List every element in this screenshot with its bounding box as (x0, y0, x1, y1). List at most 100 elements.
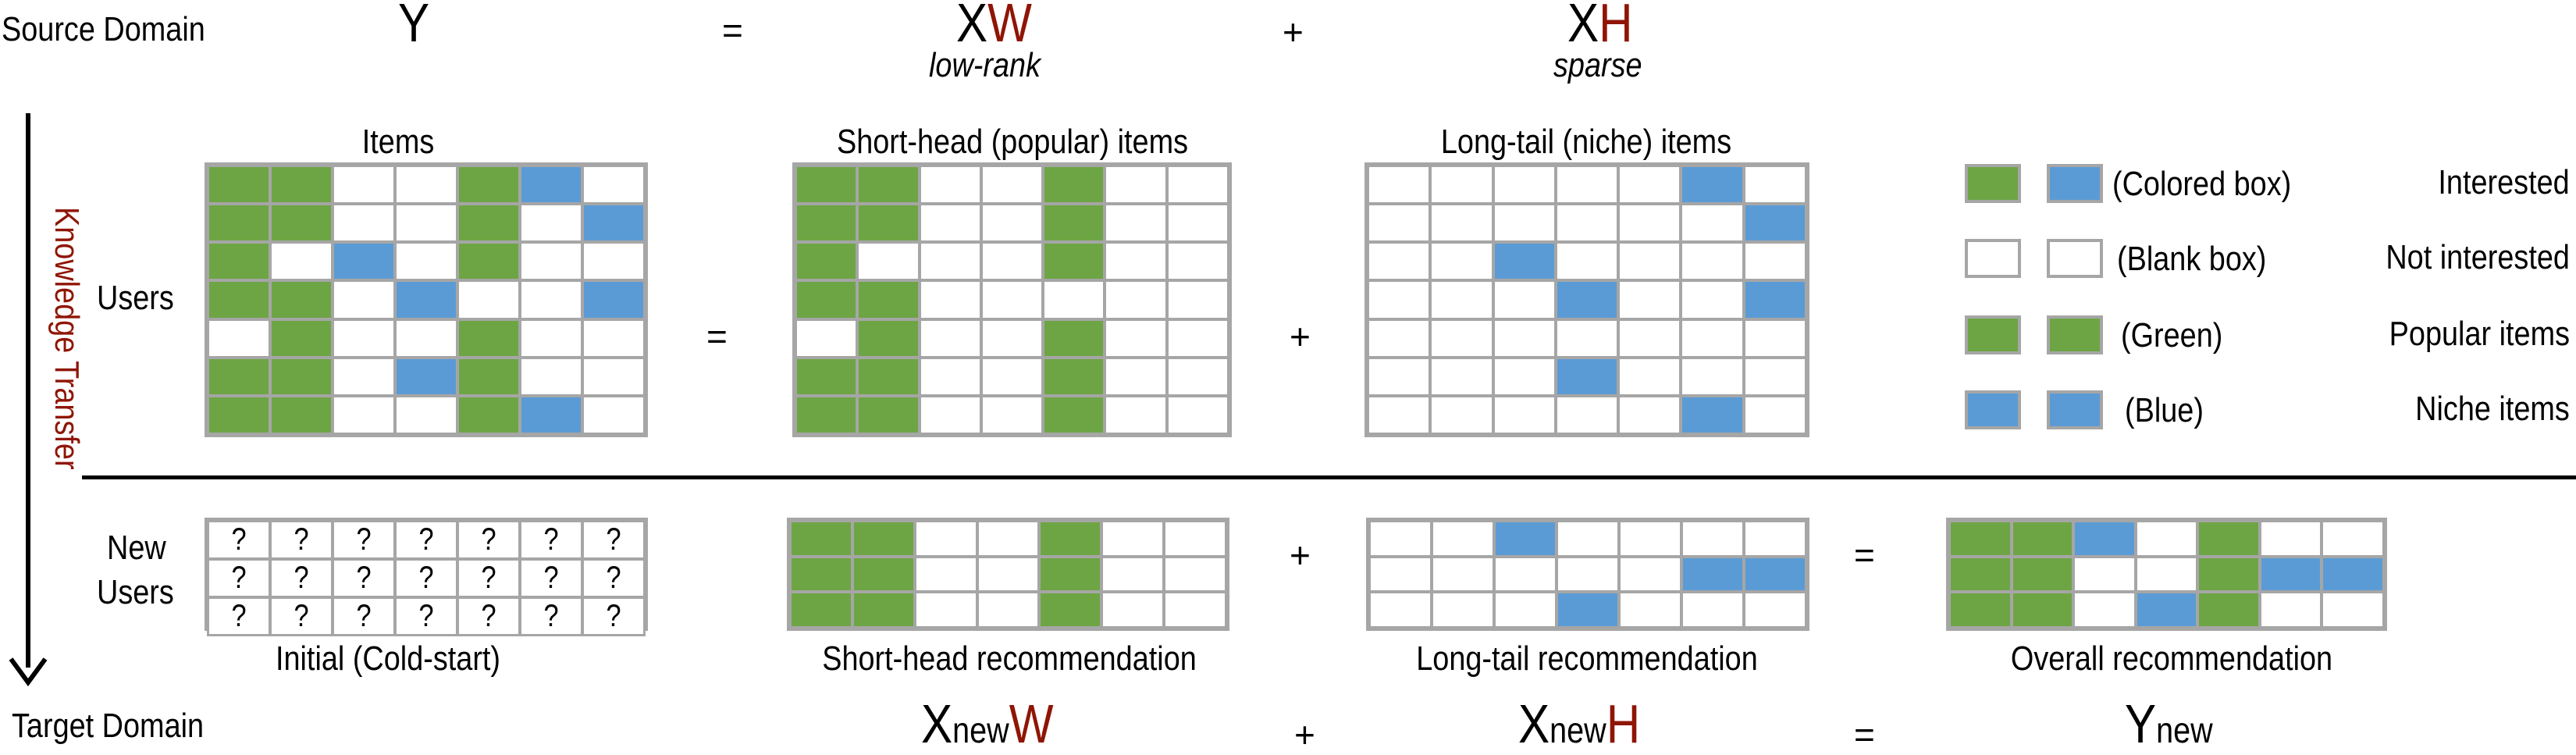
legend-swatch-blue (1965, 390, 2021, 429)
matrix-cell-blank (1492, 280, 1557, 320)
matrix-cell-green (1042, 203, 1106, 244)
matrix-cell-green (789, 520, 853, 557)
matrix-cell-unknown: ? (207, 558, 271, 598)
matrix-cell-blank (1163, 555, 1227, 593)
question-mark: ? (231, 561, 247, 595)
equation-Ynew: Ynew (2125, 696, 2213, 751)
matrix-cell-green (1948, 555, 2012, 593)
matrix-cell-blank (332, 394, 396, 435)
matrix-cell-unknown: ? (457, 558, 521, 598)
symbol-Y: Y (2125, 693, 2157, 754)
matrix-cell-blank (976, 520, 1041, 557)
matrix-overall-recommendation (1946, 518, 2387, 631)
matrix-cell-blank (2321, 591, 2385, 629)
matrix-cell-blue (1493, 520, 1557, 557)
matrix-cell-green (269, 203, 333, 244)
matrix-cell-green (789, 591, 853, 629)
matrix-cell-green (1038, 555, 1103, 593)
legend-swatch-blank (2047, 239, 2103, 278)
legend-swatch-blue (2047, 390, 2103, 429)
matrix-cell-blank (394, 318, 458, 358)
matrix-cell-green (457, 203, 521, 244)
question-mark: ? (418, 599, 434, 633)
symbol-W: W (1009, 693, 1054, 754)
matrix-Y (205, 162, 648, 437)
legend-label: (Blank box) (2117, 240, 2267, 278)
matrix-cell-unknown: ? (457, 520, 521, 560)
matrix-cell-unknown: ? (332, 520, 396, 560)
matrix-cell-blank (1165, 318, 1229, 358)
matrix-cell-green (795, 394, 859, 435)
equation-XnewW: XnewW (921, 696, 1054, 751)
matrix-cell-blank (918, 318, 982, 358)
matrix-short-head (792, 162, 1232, 437)
matrix-cell-blank (1367, 203, 1432, 244)
question-mark: ? (606, 522, 621, 557)
matrix-cell-green (851, 555, 916, 593)
matrix-cell-blank (1618, 520, 1682, 557)
long-tail-title: Long-tail (niche) items (1440, 123, 1732, 161)
matrix-cell-green (2197, 555, 2261, 593)
matrix-cell-green (856, 356, 920, 397)
matrix-cell-blank (1617, 394, 1682, 435)
matrix-cell-blank (1367, 241, 1432, 282)
matrix-cell-unknown: ? (332, 597, 396, 636)
matrix-cell-green (207, 280, 271, 320)
matrix-cell-blank (918, 165, 982, 205)
matrix-cell-blank (582, 394, 646, 435)
matrix-cell-blank (1617, 241, 1682, 282)
matrix-cell-blank (1493, 555, 1557, 593)
matrix-cell-blank (1743, 520, 1807, 557)
matrix-cell-blank (1742, 318, 1807, 358)
matrix-cell-green (2197, 520, 2261, 557)
matrix-cell-blank (913, 591, 978, 629)
matrix-long-tail-recommendation (1366, 518, 1809, 631)
matrix-cell-blank (1368, 555, 1432, 593)
matrix-cell-blank (1042, 280, 1106, 320)
matrix-cell-green (1038, 520, 1103, 557)
matrix-cell-unknown: ? (332, 558, 396, 598)
matrix-cell-blank (976, 591, 1041, 629)
subscript-new: new (1550, 710, 1606, 750)
matrix-cell-green (207, 241, 271, 282)
matrix-cell-blue (1743, 555, 1807, 593)
matrix-cell-blank (1163, 520, 1227, 557)
matrix-cell-blank (1743, 591, 1807, 629)
matrix-cell-blank (519, 356, 583, 397)
matrix-cell-blank (1742, 356, 1807, 397)
users-label: Users (97, 573, 174, 611)
matrix-cell-green (2010, 591, 2075, 629)
matrix-cell-blue (2321, 555, 2385, 593)
matrix-cell-blank (519, 203, 583, 244)
matrix-cell-blank (980, 394, 1044, 435)
matrix-cell-blank (1554, 318, 1620, 358)
arrow-head-icon (9, 657, 48, 687)
matrix-cell-blank (1431, 555, 1495, 593)
matrix-cell-blank (1681, 520, 1745, 557)
matrix-cell-blank (1431, 591, 1495, 629)
matrix-cell-blank (1104, 356, 1168, 397)
matrix-cell-blank (980, 241, 1044, 282)
matrix-cell-blank (1742, 165, 1807, 205)
matrix-cell-blue (394, 280, 458, 320)
matrix-cell-blank (1367, 318, 1432, 358)
question-mark: ? (231, 599, 247, 633)
matrix-cell-unknown: ? (519, 520, 583, 560)
matrix-cell-blank (1556, 520, 1620, 557)
matrix-cell-blank (1492, 318, 1557, 358)
matrix-cell-blank (2321, 520, 2385, 557)
matrix-cell-blank (1165, 241, 1229, 282)
matrix-cell-green (269, 356, 333, 397)
matrix-cell-green (856, 165, 920, 205)
legend-swatch-green (1965, 164, 2021, 203)
matrix-cell-blank (1617, 203, 1682, 244)
question-mark: ? (356, 599, 372, 633)
matrix-cell-green (269, 165, 333, 205)
new-label: New (107, 529, 166, 567)
equals-sign: = (706, 316, 728, 357)
matrix-cell-unknown: ? (207, 520, 271, 560)
matrix-cell-blue (1492, 241, 1557, 282)
matrix-cell-green (457, 394, 521, 435)
matrix-cell-green (856, 394, 920, 435)
symbol-X: X (921, 693, 953, 754)
